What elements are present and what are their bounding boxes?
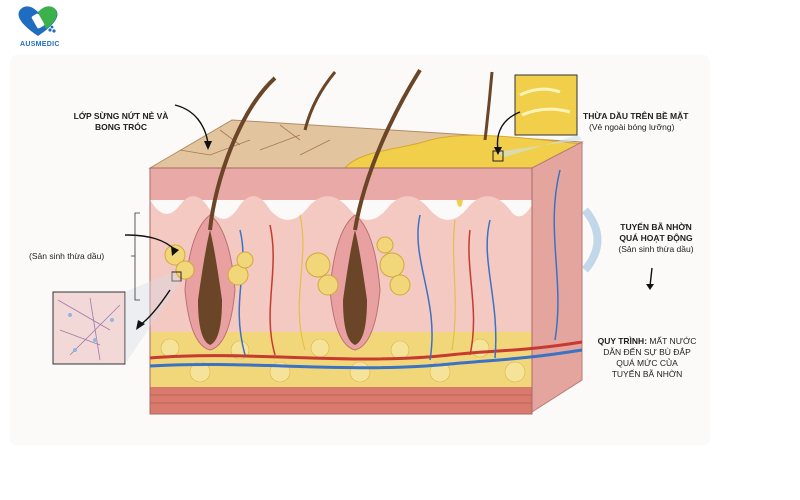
bracket: [131, 212, 140, 301]
hair-follicle-left: [164, 76, 277, 351]
label-line: DẪN ĐẾN SỰ BÙ ĐẮP: [603, 347, 691, 357]
brand-logo-text: AUSMEDIC: [20, 41, 60, 48]
label-sub: (Vẻ ngoài bóng lưỡng): [589, 122, 675, 132]
label-title: THỪA DẦU TRÊN BỀ MẶT: [583, 111, 689, 121]
label-line: LỚP SỪNG NỨT NẺ VÀ: [73, 111, 169, 121]
vein: [149, 348, 583, 370]
label-process: QUY TRÌNH: MẤT NƯỚC DẪN ĐẾN SỰ BÙ ĐẮP QU…: [592, 336, 702, 380]
label-bold: QUY TRÌNH:: [597, 336, 648, 346]
surface-oil: [343, 134, 584, 171]
artery: [149, 340, 583, 361]
oil-inset: [514, 74, 578, 136]
label-line: TUYẾN BÃ NHỜN: [620, 222, 692, 232]
label-surface-oil: THỪA DẦU TRÊN BỀ MẶT (Vẻ ngoài bóng lưỡn…: [583, 111, 688, 133]
label-sebaceous-gland: TUYẾN BÃ NHỜN QUÁ HOẠT ĐỘNG (Sản sinh th…: [606, 222, 706, 255]
muscle-layer: [150, 387, 532, 414]
ausmedic-logo-icon: [18, 6, 58, 37]
label-left-note: (Sản sinh thừa dầu): [29, 251, 105, 261]
label-sub: (Sản sinh thừa dầu): [618, 244, 694, 254]
epidermis-layer: [150, 168, 532, 200]
cell-inset: [52, 291, 126, 365]
hair-follicle-right: [305, 68, 422, 351]
label-line: QUÁ MỨC CỦA: [616, 358, 678, 368]
label-line: TUYẾN BÃ NHỜN: [611, 369, 683, 379]
label-line: QUÁ HOẠT ĐỘNG: [619, 233, 693, 243]
label-line: BONG TRÓC: [95, 122, 147, 132]
label-line: MẤT NƯỚC: [649, 336, 697, 346]
label-stratum-corneum: LỚP SỪNG NỨT NẺ VÀ BONG TRÓC: [66, 111, 176, 133]
